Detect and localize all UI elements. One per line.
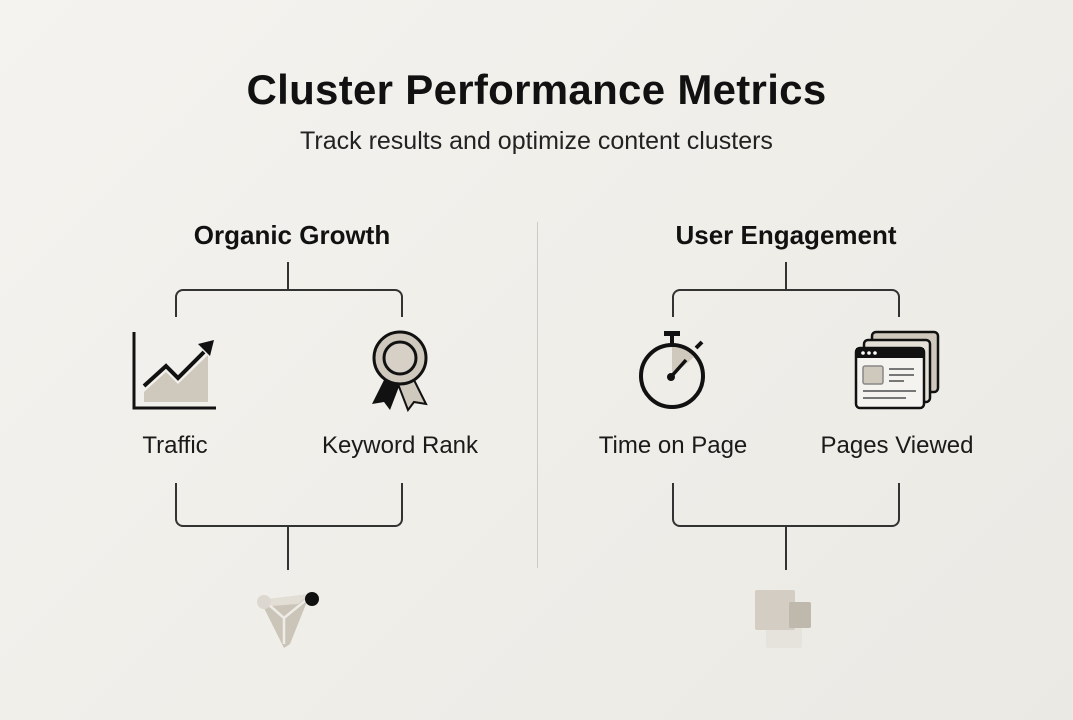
- connector: [287, 262, 289, 290]
- connector: [287, 526, 289, 570]
- browser-pages-icon: [854, 330, 940, 410]
- metric-label-keyword-rank: Keyword Rank: [321, 432, 479, 459]
- bracket-top: [175, 289, 403, 317]
- connector: [785, 526, 787, 570]
- bracket-bottom: [175, 483, 403, 527]
- connector: [785, 262, 787, 290]
- page-subtitle: Track results and optimize content clust…: [300, 127, 773, 155]
- stacked-squares-icon: [755, 590, 811, 648]
- metric-label-traffic: Traffic: [142, 432, 208, 459]
- funnel-icon: [257, 592, 319, 648]
- center-divider: [537, 222, 538, 568]
- metric-label-time-on-page: Time on Page: [598, 432, 748, 459]
- bracket-top: [672, 289, 900, 317]
- stopwatch-icon: [639, 331, 705, 409]
- bracket-bottom: [672, 483, 900, 527]
- group-heading: Organic Growth: [193, 220, 391, 250]
- trend-chart-icon: [132, 332, 216, 410]
- page-title: Cluster Performance Metrics: [246, 66, 827, 113]
- award-ribbon-icon: [372, 330, 428, 412]
- group-heading: User Engagement: [675, 220, 897, 250]
- metric-label-pages-viewed: Pages Viewed: [820, 432, 974, 459]
